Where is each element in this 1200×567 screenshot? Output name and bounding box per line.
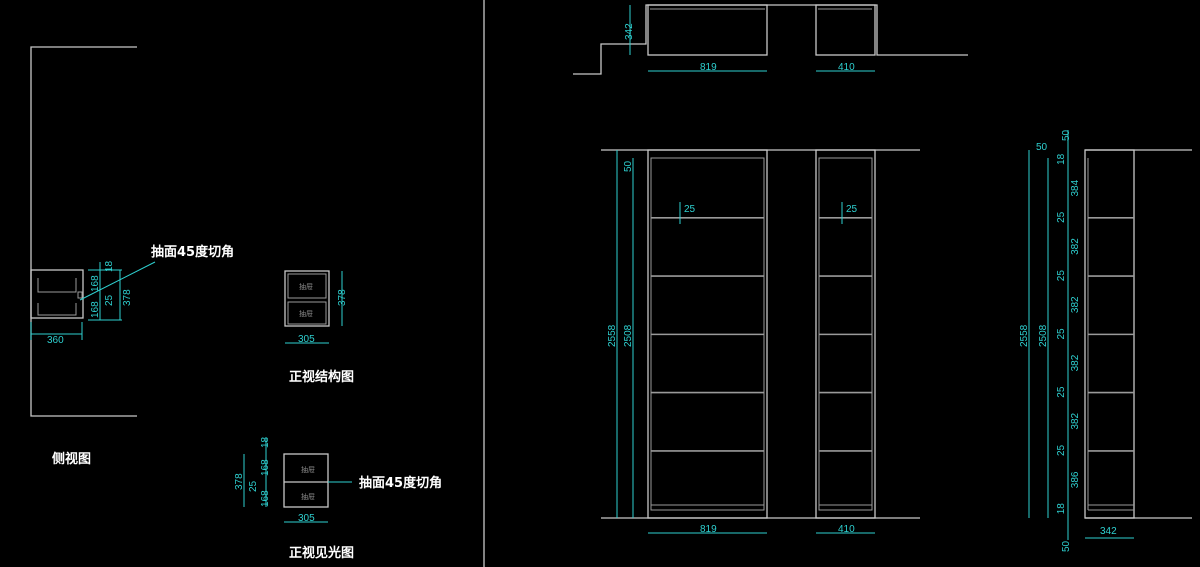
- cabinet-b-frame: [815, 149, 876, 519]
- side-dim-inner: 2508: [1038, 324, 1049, 347]
- side-dim-segment: 382: [1070, 238, 1081, 255]
- side-cabinet: [1084, 149, 1135, 519]
- side-dim-segment: 382: [1070, 412, 1081, 429]
- side-dim-gap: 25: [104, 294, 115, 306]
- side-dim-segment: 382: [1070, 354, 1081, 371]
- front-dim-shelf-a: 25: [684, 204, 696, 215]
- drawer-upper: [287, 273, 327, 299]
- side-dim-top: 18: [104, 260, 115, 272]
- side-dim-upper: 168: [90, 275, 101, 292]
- side-dim-segment: 25: [1056, 386, 1067, 398]
- drawer-label: 抽屉: [301, 465, 315, 474]
- side-dim-top-left: 50: [1036, 142, 1048, 153]
- side-dim-segment: 386: [1070, 471, 1081, 488]
- plan-cabinet-b: [815, 4, 876, 56]
- front-vis-dim-gap: 25: [248, 480, 259, 492]
- front-dim-shelf-b: 25: [846, 204, 858, 215]
- front-vis-dim-upper: 168: [260, 459, 271, 476]
- drawer-label: 抽屉: [299, 309, 313, 318]
- side-dim-segment: 382: [1070, 296, 1081, 313]
- front-visible-view: 抽屉 抽屉 抽面45度切角 378 18 168 25 168 305 正视见光…: [234, 436, 442, 561]
- side-view-drawer-box: [30, 269, 84, 319]
- side-view-title: 侧视图: [52, 451, 91, 467]
- plan-dim-width-b: 410: [838, 62, 855, 73]
- side-drawer-lower: [37, 303, 77, 316]
- side-dim-lower: 168: [90, 301, 101, 318]
- front-visible-annotation: 抽面45度切角: [359, 475, 442, 491]
- drawer-lower: [287, 301, 327, 325]
- front-visible-title: 正视见光图: [289, 545, 354, 561]
- front-dim-width-b: 410: [838, 524, 855, 535]
- side-annotation-text: 抽面45度切角: [151, 244, 234, 260]
- cabinet-a: [647, 149, 768, 519]
- front-visible-box: [283, 453, 329, 508]
- side-handle: [77, 291, 83, 299]
- drawer-label: 抽屉: [299, 282, 313, 291]
- front-dim-total: 2558: [607, 324, 618, 347]
- front-vis-dim-width: 305: [298, 513, 315, 524]
- front-dim-width-a: 819: [700, 524, 717, 535]
- side-view-wall-outline: [30, 46, 137, 417]
- front-vis-dim-top: 18: [260, 436, 271, 448]
- front-dim-inner: 2508: [623, 324, 634, 347]
- front-struct-dim-height: 378: [337, 289, 348, 306]
- side-dim-total: 2558: [1019, 324, 1030, 347]
- drawer-label: 抽屉: [301, 492, 315, 501]
- side-dim-segment: 25: [1056, 211, 1067, 223]
- cabinet-b: [815, 149, 876, 519]
- front-struct-dim-width: 305: [298, 334, 315, 345]
- side-dim-depth: 342: [1100, 526, 1117, 537]
- plan-view: 342 819 410: [573, 4, 968, 75]
- side-dim-segment: 18: [1056, 153, 1067, 165]
- plan-dim-width-a: 819: [700, 62, 717, 73]
- front-structure-title: 正视结构图: [289, 369, 354, 385]
- front-structure-view: 抽屉 抽屉 378 305 正视结构图: [284, 270, 354, 385]
- front-dim-top: 50: [623, 160, 634, 172]
- cabinet-a-frame: [647, 149, 768, 519]
- side-elevation: 2558 2508 50 50 18 384 25 382 25 382 25 382 25 38…: [1019, 129, 1192, 552]
- side-dim-segment: 25: [1056, 444, 1067, 456]
- front-structure-box: [284, 270, 330, 327]
- side-dim-segment: 25: [1056, 328, 1067, 340]
- plan-dim-depth: 342: [624, 23, 635, 40]
- front-vis-dim-total: 378: [234, 473, 245, 490]
- side-dim-segments: 18 384 25 382 25 382 25 382 25 382 25 386 18: [1056, 153, 1081, 514]
- side-view: 抽面45度切角 18 168 25 168 378 360 侧视图: [30, 46, 234, 467]
- side-annotation-leader: [79, 261, 156, 301]
- front-elevation: 2558 2508 50 25 25 819 410: [601, 149, 920, 535]
- side-dim-segment: 384: [1070, 179, 1081, 196]
- side-dim-segment: 18: [1056, 503, 1067, 515]
- side-dim-top: 50: [1061, 129, 1072, 141]
- side-dim-total: 378: [122, 289, 133, 306]
- side-dim-segment: 25: [1056, 270, 1067, 282]
- plan-cabinet-a: [647, 4, 768, 56]
- side-drawer-upper: [37, 278, 77, 293]
- side-dim-width: 360: [47, 335, 64, 346]
- plan-wall-line: [573, 4, 968, 75]
- front-vis-dim-lower: 168: [260, 490, 271, 507]
- side-dim-bottom: 50: [1061, 540, 1072, 552]
